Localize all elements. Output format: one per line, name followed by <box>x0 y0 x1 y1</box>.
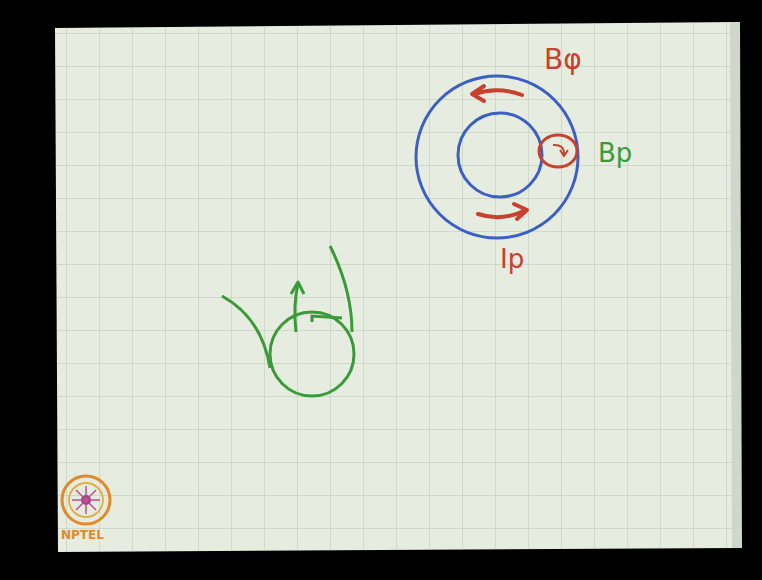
arrow-head <box>560 150 568 156</box>
paper-edge <box>730 22 742 548</box>
green-tick <box>312 316 342 322</box>
arrow-head <box>472 86 484 101</box>
field-label: Bp <box>598 140 632 166</box>
green-arrow <box>295 284 298 332</box>
grid-lines <box>55 22 740 552</box>
green-curve <box>222 296 270 368</box>
torus-inner-circle <box>458 113 542 197</box>
toroidal-field-arrow <box>474 90 522 95</box>
arrow-head <box>291 282 304 294</box>
logo-text: NPTEL <box>61 529 104 541</box>
arrow-head <box>514 204 527 219</box>
field-label: Bφ <box>544 46 582 74</box>
poloidal-field-loop <box>539 135 577 167</box>
current-label: Ip <box>500 246 524 272</box>
paper-sheet <box>55 22 740 552</box>
nptel-logo <box>62 476 110 524</box>
green-circle <box>270 312 354 396</box>
torus-outer-circle <box>416 76 578 238</box>
